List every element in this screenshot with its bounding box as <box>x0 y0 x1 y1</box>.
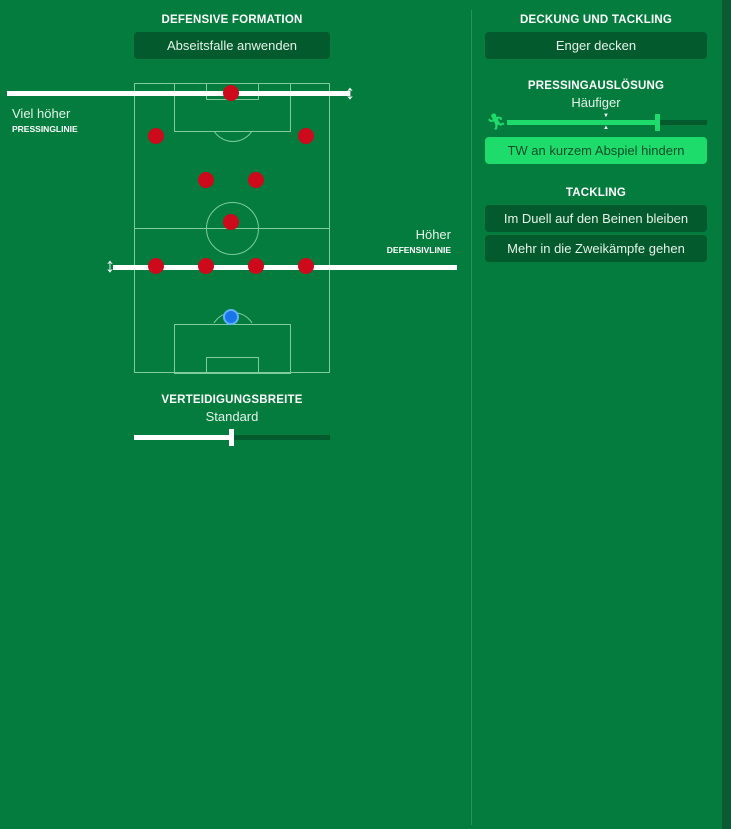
prevent-gk-short-distribution-button[interactable]: TW an kurzem Abspiel hindern <box>485 137 707 164</box>
defensive-line-value: Höher <box>415 227 451 242</box>
pressing-slider-thumb[interactable] <box>655 114 660 131</box>
width-slider-thumb[interactable] <box>229 429 234 446</box>
defensive-line-label: DEFENSIVLINIE <box>386 245 451 255</box>
player-striker[interactable] <box>223 85 239 101</box>
player-defender[interactable] <box>198 258 214 274</box>
player-defender[interactable] <box>298 258 314 274</box>
running-player-icon: 🏃︎ <box>486 114 507 131</box>
offside-trap-button[interactable]: Abseitsfalle anwenden <box>134 32 330 59</box>
pressing-line-handle[interactable] <box>7 91 350 96</box>
default-marker-up-icon: ▲ <box>603 125 609 131</box>
width-slider-fill <box>134 435 232 440</box>
width-title: VERTEIDIGUNGSBREITE <box>161 394 303 406</box>
pressing-trigger-value: Häufiger <box>571 95 621 110</box>
defensive-line-handle[interactable] <box>113 265 457 270</box>
player-midfielder[interactable] <box>248 172 264 188</box>
vertical-drag-arrow-icon[interactable]: ↕ <box>345 82 355 104</box>
bottom-goal-box <box>206 357 259 374</box>
formation-title: DEFENSIVE FORMATION <box>161 14 303 26</box>
player-defender[interactable] <box>248 258 264 274</box>
tighter-marking-button[interactable]: Enger decken <box>485 32 707 59</box>
pressing-line-label: PRESSINGLINIE <box>12 124 78 134</box>
stay-on-feet-button[interactable]: Im Duell auf den Beinen bleiben <box>485 205 707 232</box>
player-midfielder[interactable] <box>198 172 214 188</box>
pressing-slider-fill <box>507 120 657 125</box>
player-right-winger[interactable] <box>298 128 314 144</box>
panel-divider <box>471 10 472 825</box>
width-slider[interactable] <box>134 429 330 446</box>
player-goalkeeper[interactable] <box>223 309 239 325</box>
get-stuck-in-button[interactable]: Mehr in die Zweikämpfe gehen <box>485 235 707 262</box>
player-left-winger[interactable] <box>148 128 164 144</box>
player-defensive-midfielder[interactable] <box>223 214 239 230</box>
pressing-trigger-title: PRESSINGAUSLÖSUNG <box>527 80 665 92</box>
center-circle <box>206 202 259 255</box>
vertical-drag-arrow-icon[interactable]: ↕ <box>105 255 115 277</box>
tackling-title: TACKLING <box>565 187 627 199</box>
default-marker-down-icon: ▼ <box>603 113 609 119</box>
pressing-trigger-slider[interactable]: ▼ ▲ <box>507 113 707 131</box>
marking-title: DECKUNG UND TACKLING <box>519 14 672 26</box>
pressing-line-value: Viel höher <box>12 106 71 121</box>
right-edge-strip <box>722 0 731 829</box>
width-value: Standard <box>205 409 259 424</box>
player-defender[interactable] <box>148 258 164 274</box>
